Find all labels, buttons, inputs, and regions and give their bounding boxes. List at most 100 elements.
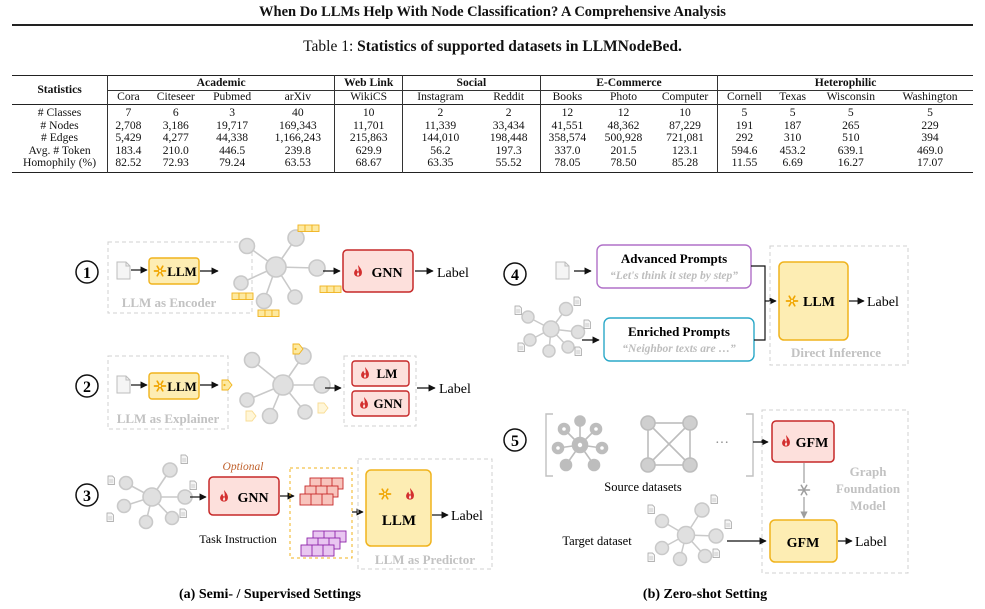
- gnn-box-row1: GNN: [342, 249, 414, 293]
- table-cell: 11,339: [402, 119, 478, 132]
- instruction-token-stack: [300, 530, 347, 557]
- row-label: # Classes: [37, 106, 82, 119]
- group-e-commerce: E-Commerce: [539, 75, 718, 91]
- freeze-icon: [797, 483, 811, 497]
- graph-target: [654, 502, 724, 567]
- dataset-name: Cornell: [717, 90, 771, 105]
- table-cell: 594.6: [717, 144, 771, 157]
- svg-text:5: 5: [511, 433, 519, 450]
- table-cell: 2,708: [107, 119, 149, 132]
- label-text: Label: [867, 295, 899, 310]
- table-cell: 229: [921, 118, 939, 132]
- document-icon: [189, 480, 197, 490]
- table-caption-title: Statistics of supported datasets in LLMN…: [357, 38, 682, 55]
- group-heterophilic: Heterophilic: [717, 75, 973, 91]
- table-cell: 358,574: [539, 131, 595, 145]
- table-cell: 40: [292, 106, 304, 119]
- table-cell: 187: [783, 118, 802, 132]
- table-cell: 510: [842, 131, 860, 144]
- row-label: # Nodes: [40, 118, 79, 132]
- table-cell: 6.69: [782, 156, 803, 169]
- table-cell: 201.5: [610, 143, 637, 157]
- document-icon: [574, 346, 582, 356]
- dataset-name: Reddit: [493, 89, 525, 103]
- dataset-name: Books: [539, 90, 595, 105]
- document-icon: [712, 548, 720, 558]
- lm-gnn-frame: [343, 355, 417, 427]
- table-cell: 500,928: [604, 131, 643, 144]
- source-graph-star: [551, 415, 609, 472]
- source-datasets-label: Source datasets: [604, 480, 682, 494]
- table-cell: 183.4: [107, 144, 149, 157]
- table-cell: 5: [927, 106, 933, 119]
- gfm-inference-box: GFM: [769, 519, 838, 563]
- dataset-name: Wisconsin: [826, 89, 876, 103]
- tag-icon: [221, 379, 233, 391]
- tag-icon: [317, 402, 329, 414]
- dataset-name: Photo: [609, 89, 638, 103]
- table-cell: 5: [789, 106, 796, 119]
- table-cell: 87,229: [669, 118, 701, 132]
- step-2-badge: 2: [75, 374, 99, 398]
- table-cell: 10: [334, 104, 403, 120]
- table-cell: 19,717: [216, 118, 249, 132]
- svg-text:2: 2: [83, 379, 91, 396]
- direct-inference-caption: Direct Inference: [791, 345, 881, 360]
- table-cell: 63.53: [284, 156, 311, 169]
- gfm-frame: [761, 409, 909, 574]
- advanced-prompts-box: Advanced Prompts “Let's think it step by…: [596, 244, 752, 289]
- token-frame: [289, 467, 353, 559]
- svg-text:“Let's think it step by step”: “Let's think it step by step”: [610, 270, 738, 282]
- svg-text:Advanced Prompts: Advanced Prompts: [621, 251, 727, 266]
- stat-header: Statistics: [37, 83, 82, 97]
- table-cell: 210.0: [162, 143, 189, 157]
- svg-text:GFM: GFM: [796, 436, 829, 451]
- svg-text:GNN: GNN: [374, 396, 404, 411]
- subfigure-a-caption: (a) Semi- / Supervised Settings: [179, 587, 362, 602]
- table-cell: 5: [847, 106, 854, 119]
- step-5-badge: 5: [503, 428, 527, 452]
- label-text: Label: [855, 535, 887, 550]
- lm-box: LM: [351, 360, 410, 387]
- llm-predictor-box: LLM: [365, 469, 432, 547]
- dataset-name: Computer: [661, 89, 709, 103]
- table-cell: 5: [717, 104, 771, 120]
- explainer-caption: LLM as Explainer: [117, 411, 220, 426]
- label-text: Label: [451, 509, 483, 524]
- source-graph-square: [640, 415, 698, 473]
- table-cell: 44,338: [216, 131, 249, 144]
- svg-text:“Neighbor texts are …”: “Neighbor texts are …”: [622, 343, 736, 355]
- dataset-name: Instagram: [402, 90, 478, 105]
- gfm-pretrain-box: GFM: [771, 420, 835, 463]
- gfm-title-line2: Foundation: [836, 481, 901, 496]
- table-cell: 215,863: [334, 131, 403, 145]
- graph-predictor: [116, 462, 193, 530]
- group-academic: Academic: [107, 75, 335, 91]
- merge-connector: [751, 265, 766, 341]
- table-cell: 123.1: [671, 143, 699, 157]
- document-icon: [514, 305, 522, 315]
- table-cell: 191: [717, 119, 771, 132]
- svg-text:Enriched Prompts: Enriched Prompts: [628, 324, 730, 339]
- document-icon: [573, 296, 581, 306]
- step-4-badge: 4: [503, 262, 527, 286]
- document-icon: [647, 504, 655, 514]
- step-1-badge: 1: [75, 260, 99, 284]
- table-cell: 446.5: [219, 143, 246, 157]
- table-caption: Table 1: Statistics of supported dataset…: [0, 38, 985, 56]
- document-icon: [116, 375, 131, 394]
- explainer-dashed-frame: [107, 355, 229, 430]
- svg-text:GNN: GNN: [237, 491, 268, 506]
- llm-direct-box: LLM: [778, 261, 849, 341]
- table-cell: 79.24: [219, 156, 246, 169]
- row-label: Homophily (%): [22, 156, 97, 169]
- left-bracket: [545, 413, 553, 477]
- dataset-name: WikiCS: [334, 90, 403, 105]
- table-cell: 721,081: [666, 131, 704, 144]
- label-text: Label: [437, 266, 469, 281]
- document-icon: [517, 342, 525, 352]
